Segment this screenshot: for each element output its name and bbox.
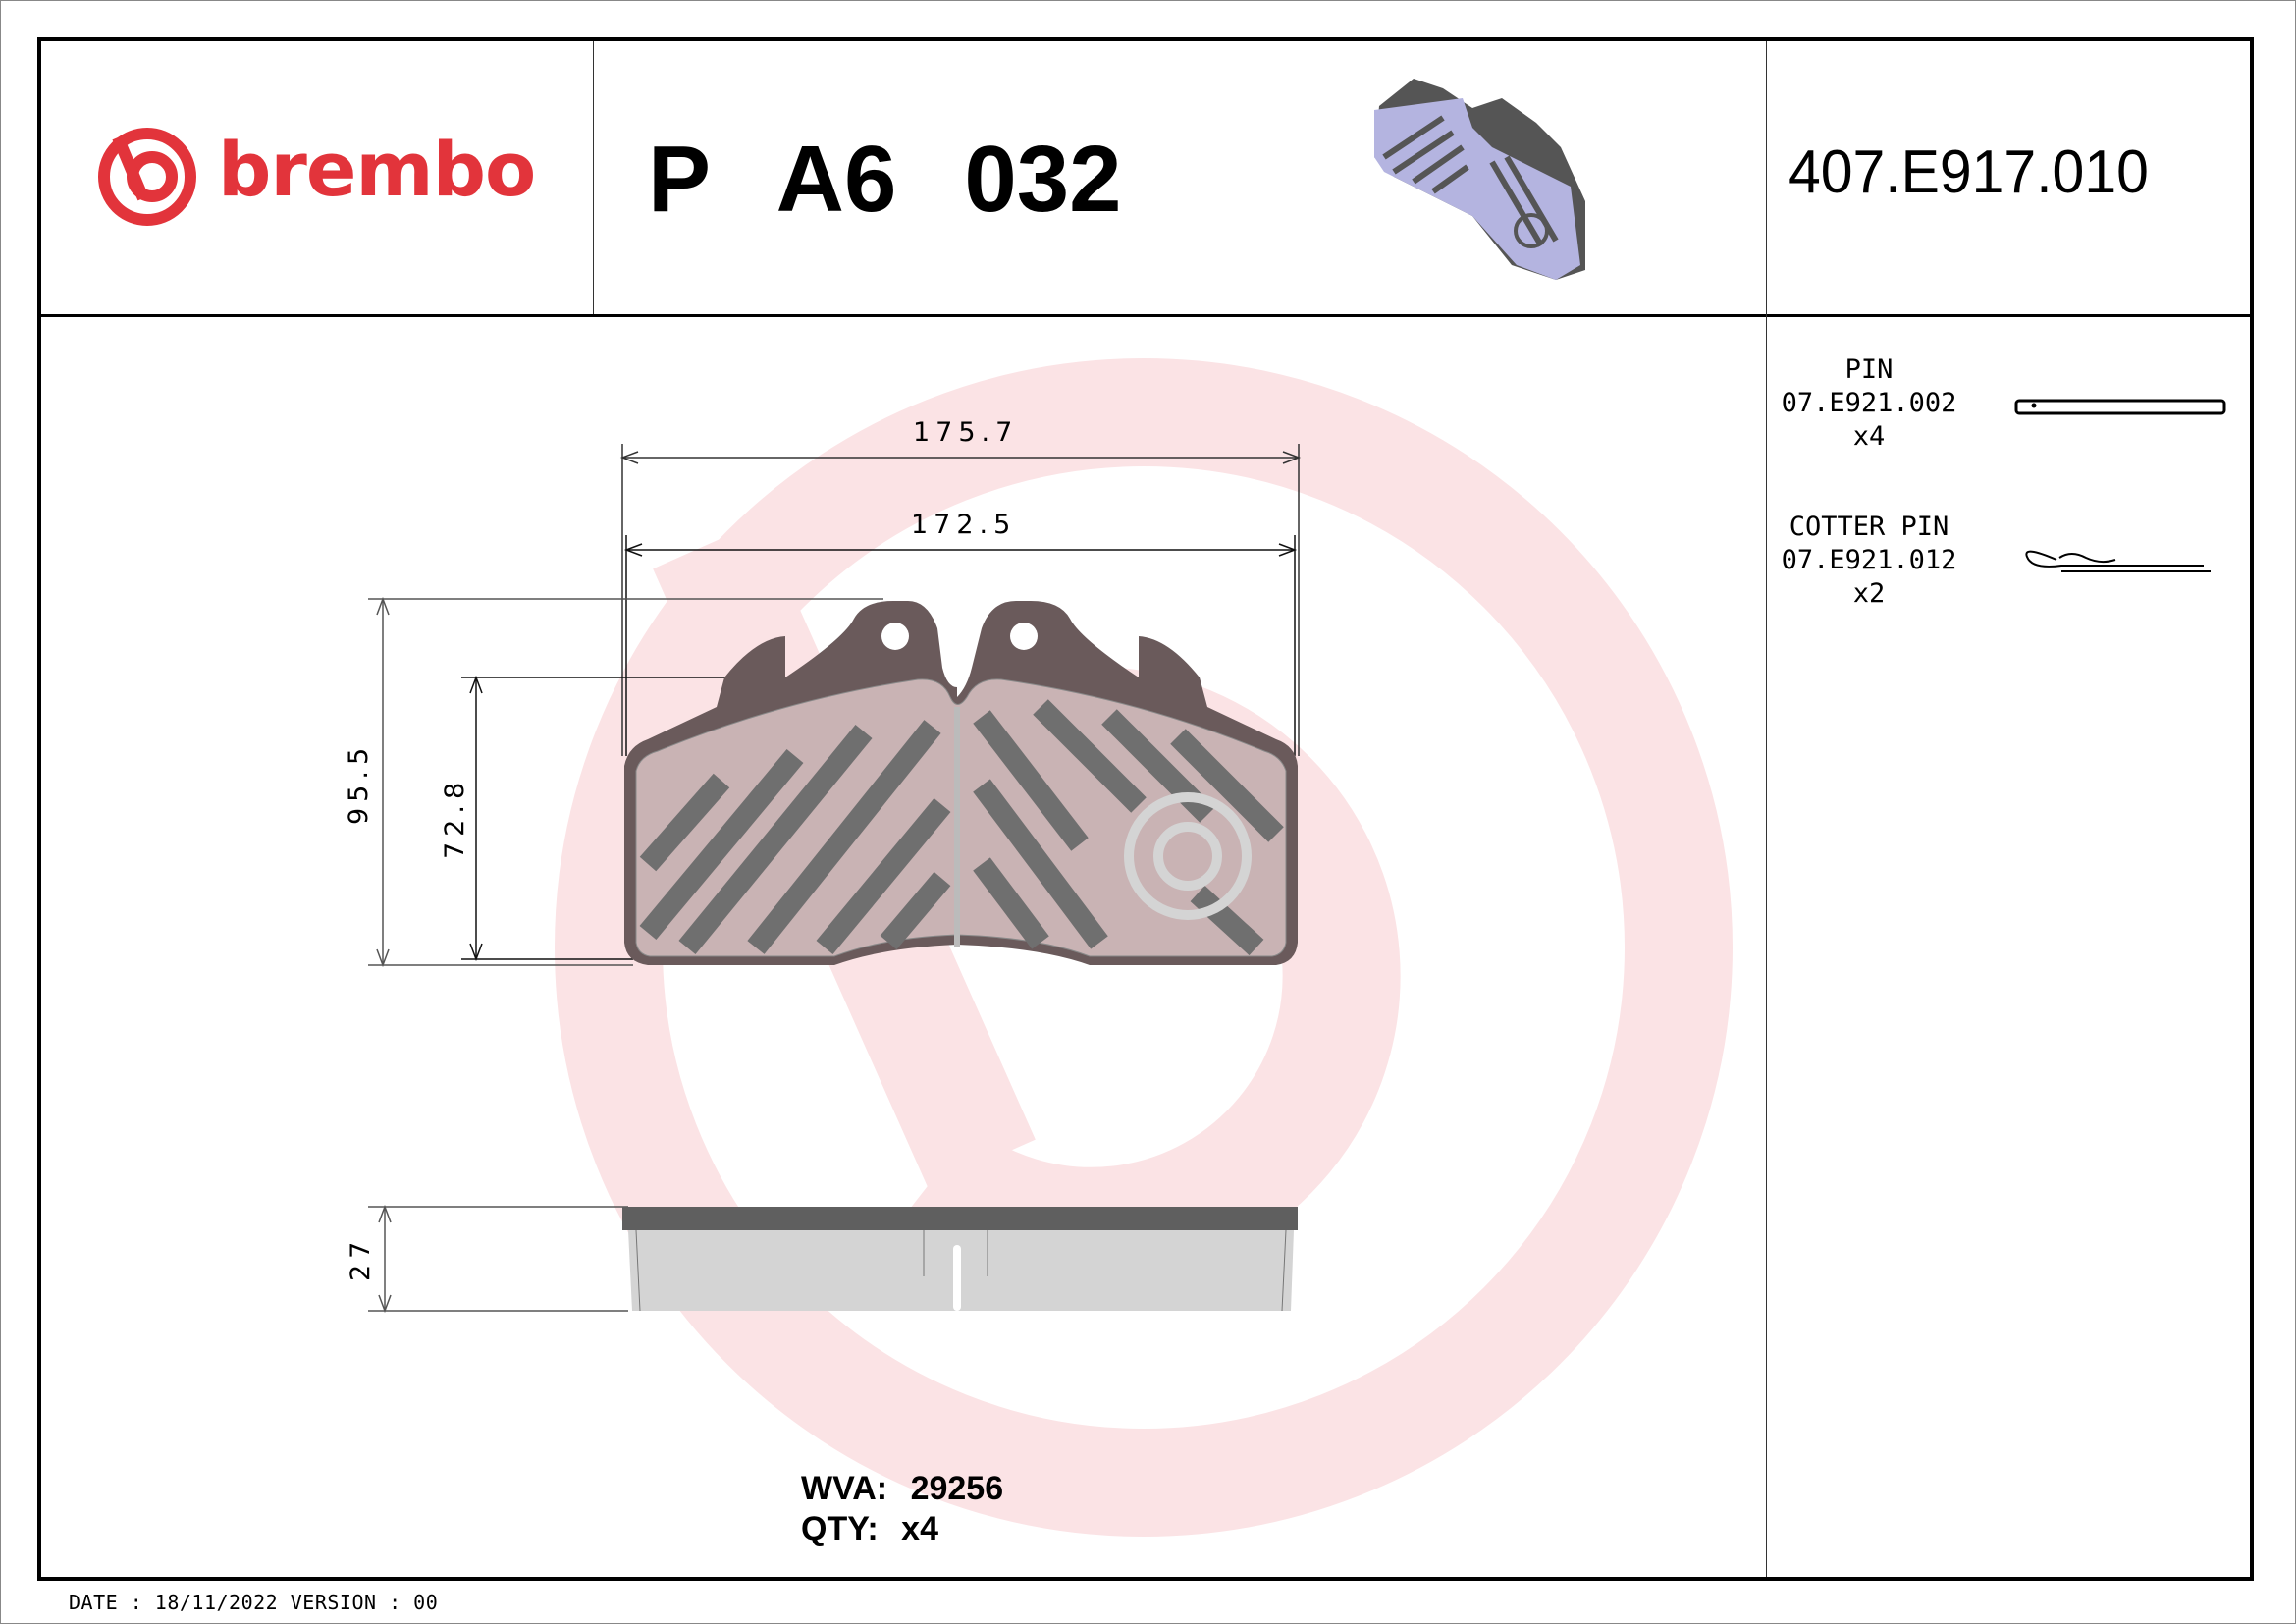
wva-label: WVA: [801,1470,888,1507]
qty-label: QTY: [801,1510,879,1547]
dim-overall-width: 175.7 [913,417,1019,448]
brand-logo-text: brembo [218,126,536,213]
dimension-27 [368,1204,628,1314]
drawing-frame [37,37,2254,1581]
brake-pad-side-view [622,1207,1298,1312]
dim-friction-height: 72.8 [440,776,470,859]
accessory-cotter-pin: COTTER PIN 07.E921.012 x2 [1741,511,1997,611]
accessory-code: 07.E921.002 [1781,388,1957,418]
qty-line: QTY: x4 [801,1510,938,1548]
footer-date-version: DATE : 18/11/2022 VERSION : 00 [69,1591,439,1614]
product-3d-view [1374,79,1585,280]
brembo-mark-on-pad-icon [1124,792,1252,920]
pin-icon [2014,399,2226,415]
wva-value: 29256 [910,1470,1004,1507]
dimension-172-5 [623,535,1298,756]
accessory-code: 07.E921.012 [1781,545,1957,575]
part-code: P A6 032 [648,126,1122,234]
dimension-95-5 [368,596,883,968]
part-code-prefix: P [648,127,712,232]
wva-line: WVA: 29256 [801,1470,1003,1508]
brembo-logo-icon [98,128,196,226]
header-col-divider-3 [1766,41,1767,1577]
accessory-name: COTTER PIN [1789,512,1949,542]
reference-code: 407.E917.010 [1789,138,2149,206]
brake-pad-front-view [624,601,1298,965]
header-col-divider-1 [593,41,594,314]
header-divider [37,314,2254,317]
accessory-pin: PIN 07.E921.002 x4 [1741,353,1997,454]
part-code-number: 032 [964,127,1122,232]
accessory-name: PIN [1844,354,1894,385]
friction-grooves-left [639,720,951,955]
accessory-qty: x2 [1852,578,1886,609]
accessory-qty: x4 [1852,421,1886,452]
dim-thickness: 27 [346,1235,376,1281]
dim-friction-width: 172.5 [911,510,1017,540]
part-code-series: A6 [775,127,897,232]
dim-overall-height: 95.5 [344,741,374,825]
cotter-pin-icon [2025,550,2211,572]
dimension-175-7 [619,444,1302,756]
qty-value: x4 [901,1510,938,1547]
